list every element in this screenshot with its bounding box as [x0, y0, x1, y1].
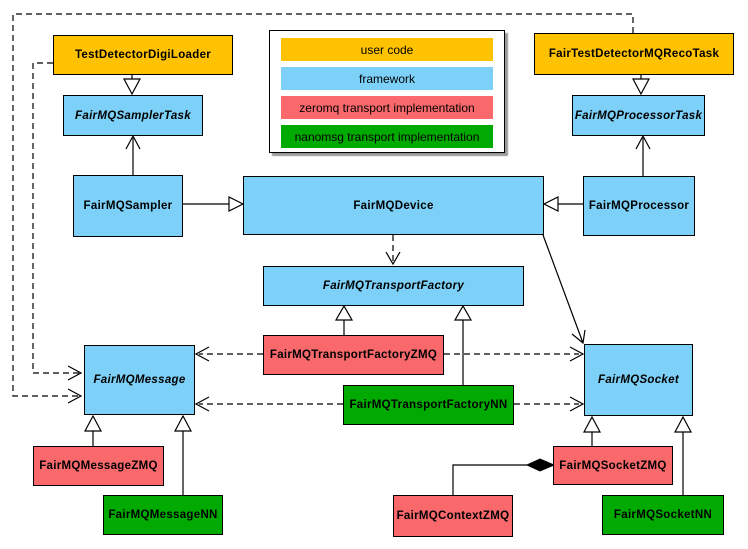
edge-transportfactoryzmq-socket-dependency [444, 346, 585, 362]
node-fairmq-transport-factory-zmq: FairMQTransportFactoryZMQ [263, 335, 444, 375]
node-fairmq-socket-nn: FairMQSocketNN [602, 495, 724, 535]
edge-transportfactoryzmq-message-dependency [194, 346, 263, 362]
edge-transportfactoryzmq-transportfactory-generalization [334, 304, 354, 335]
edge-recotask-processortask-generalization [632, 75, 650, 96]
edge-socketnn-socket-generalization [674, 415, 692, 495]
legend-item-zeromq: zeromq transport implementation [281, 96, 493, 119]
edge-recotask-message-dependency [12, 13, 634, 404]
node-fairmq-processor-task: FairMQProcessorTask [572, 95, 705, 136]
edge-transportfactorynn-message-dependency [194, 396, 343, 412]
edge-transportfactorynn-socket-dependency [514, 396, 585, 412]
edge-transportfactorynn-transportfactory-generalization [453, 304, 473, 385]
node-fair-test-detector-mq-reco-task: FairTestDetectorMQRecoTask [534, 33, 734, 75]
node-fairmq-message-nn: FairMQMessageNN [103, 495, 223, 535]
edge-socketzmq-socket-generalization [583, 415, 601, 446]
node-fairmq-sampler: FairMQSampler [73, 175, 183, 237]
edge-digiloader-samplertask-generalization [123, 75, 141, 96]
node-fairmq-message: FairMQMessage [84, 345, 195, 415]
edge-messagenn-message-generalization [174, 414, 192, 495]
legend-item-framework: framework [281, 67, 493, 90]
node-fairmq-context-zmq: FairMQContextZMQ [393, 495, 513, 537]
edge-sampler-device-generalization [183, 196, 245, 212]
node-fairmq-socket-zmq: FairMQSocketZMQ [553, 446, 673, 485]
edge-sampler-samplertask-association [125, 134, 141, 175]
edge-device-socket-association [542, 234, 586, 345]
edge-processor-device-generalization [542, 196, 583, 212]
node-fairmq-sampler-task: FairMQSamplerTask [63, 95, 203, 136]
node-fairmq-transport-factory: FairMQTransportFactory [263, 266, 524, 306]
edge-socketzmq-contextzmq-composition [452, 458, 556, 495]
legend-item-user-code: user code [281, 38, 493, 61]
edge-processor-processortask-association [635, 134, 651, 176]
edge-device-transportfactory-dependency [385, 235, 401, 266]
node-fairmq-message-zmq: FairMQMessageZMQ [33, 446, 164, 486]
node-fairmq-transport-factory-nn: FairMQTransportFactoryNN [343, 385, 514, 425]
legend-item-nanomsg: nanomsg transport implementation [281, 125, 493, 148]
edge-digiloader-message-dependency [32, 62, 83, 381]
node-fairmq-socket: FairMQSocket [584, 344, 693, 416]
legend: user code framework zeromq transport imp… [269, 30, 505, 153]
node-fairmq-device: FairMQDevice [243, 176, 544, 235]
node-test-detector-digi-loader: TestDetectorDigiLoader [53, 35, 233, 75]
edge-messagezmq-message-generalization [84, 414, 102, 446]
node-fairmq-processor: FairMQProcessor [583, 176, 695, 236]
